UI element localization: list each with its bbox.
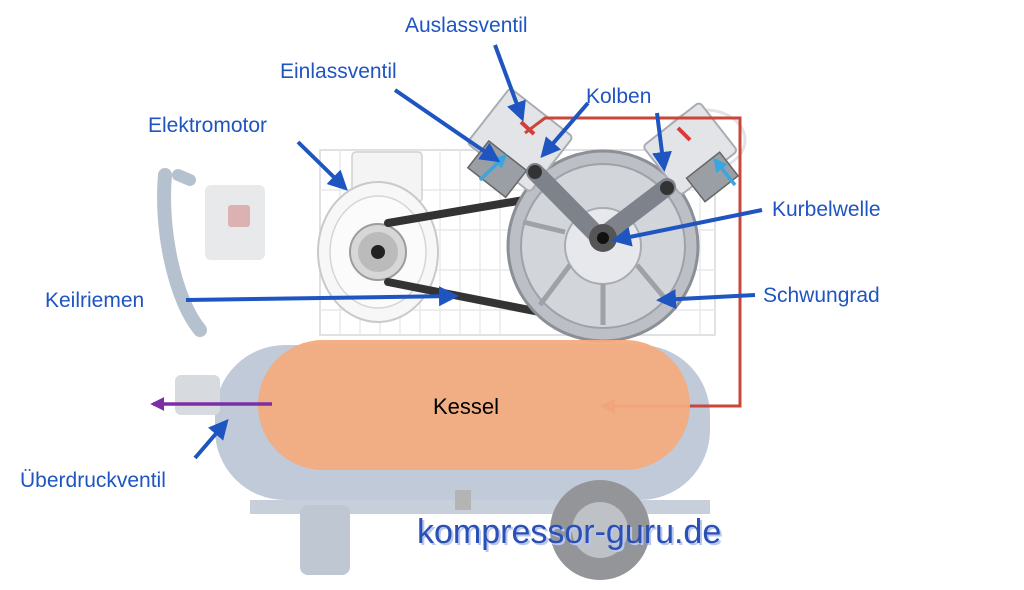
label-auslassventil: Auslassventil (405, 14, 528, 37)
arrow-kolben-right (652, 112, 672, 172)
label-kurbelwelle: Kurbelwelle (772, 198, 881, 221)
label-schwungrad: Schwungrad (763, 284, 880, 307)
arrow-keilriemen (185, 286, 459, 307)
label-einlassventil: Einlassventil (280, 60, 397, 83)
arrow-ueberdruckventil (193, 418, 229, 460)
label-elektromotor: Elektromotor (148, 114, 267, 137)
valve-markers (478, 120, 737, 187)
arrow-kolben-left (540, 101, 590, 159)
site-branding: kompressor-guru.de kompressor-guru.de (417, 513, 723, 553)
arrow-schwungrad (656, 289, 756, 310)
tank (258, 340, 690, 470)
site-name: kompressor-guru.de (417, 513, 721, 551)
component-labels: Auslassventil Einlassventil Kolben Elekt… (20, 14, 881, 492)
label-kolben: Kolben (586, 85, 651, 108)
arrow-auslassventil (493, 44, 526, 122)
crankshaft (589, 224, 617, 252)
compressed-air-line (524, 116, 742, 414)
arrow-einlassventil (393, 88, 501, 163)
site-name-shadow: kompressor-guru.de (419, 515, 723, 553)
label-keilriemen: Keilriemen (45, 289, 144, 312)
arrow-kurbelwelle (611, 208, 763, 247)
arrow-elektromotor (296, 140, 348, 191)
label-ueberdruckventil: Überdruckventil (20, 469, 166, 492)
pointer-arrows (185, 44, 763, 460)
tank-label: Kessel (433, 394, 499, 419)
